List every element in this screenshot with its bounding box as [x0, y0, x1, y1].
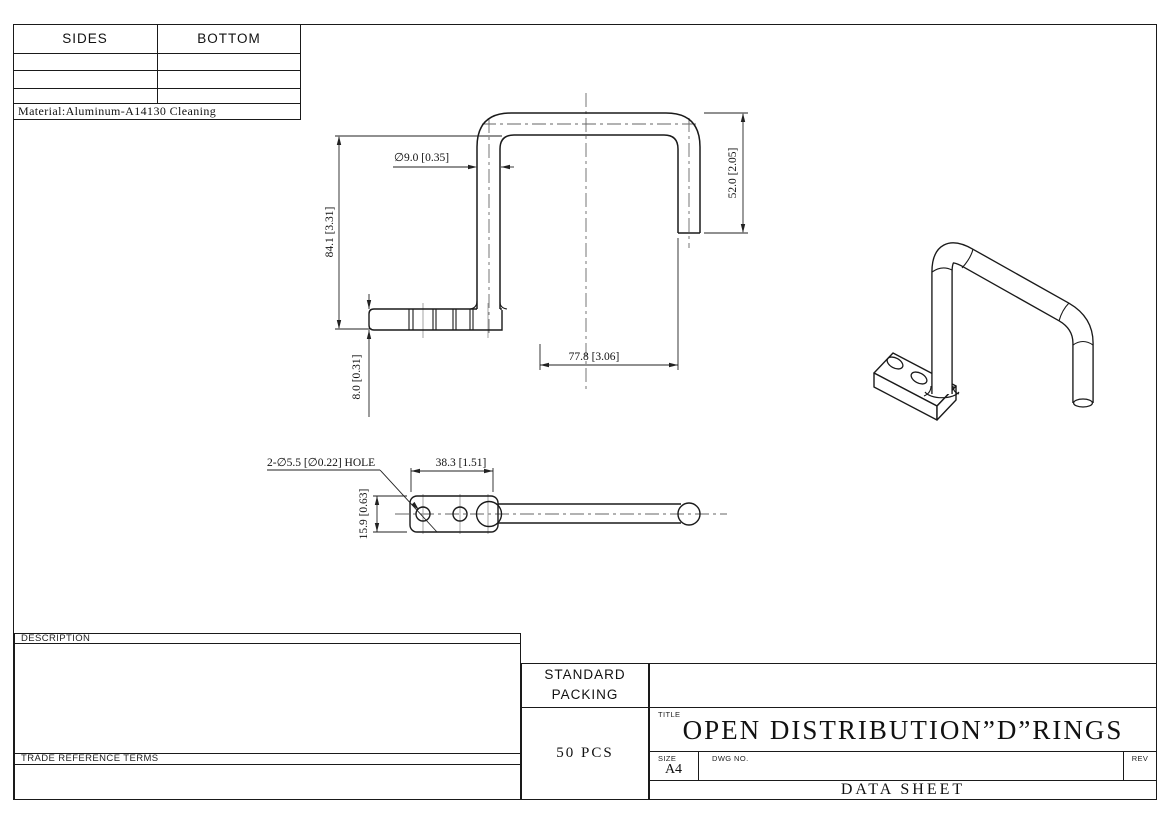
front-view: 84.1 [3.31] ∅9.0 [0.35] 52.0 [2.05] 77.8…	[324, 93, 748, 417]
bottom-label: BOTTOM	[197, 31, 261, 46]
front-view-dimensions	[335, 112, 748, 417]
rev-label: REV	[1131, 754, 1149, 763]
rev-cell: REV	[1123, 754, 1157, 763]
title-area	[649, 663, 1157, 800]
dim-hole-spacing-text: 38.3 [1.51]	[436, 457, 487, 469]
dim-diameter-text: ∅9.0 [0.35]	[394, 152, 449, 164]
iso-tube-end-cap	[1072, 398, 1094, 408]
bottom-hole-centerlines	[422, 494, 489, 534]
size-value: A4	[664, 762, 683, 777]
sheet-name-cell: DATA SHEET	[649, 780, 1157, 800]
bottom-view: 2-∅5.5 [∅0.22] HOLE 38.3 [1.51] 15.9 [0.…	[267, 457, 727, 539]
spec-table-header-bottom: BOTTOM	[157, 24, 301, 53]
tube-section-circle	[475, 500, 503, 528]
bottom-view-dimensions	[267, 468, 494, 533]
dim-plate-width-text: 15.9 [0.63]	[358, 489, 370, 540]
dim-width-text: 77.8 [3.06]	[569, 351, 620, 363]
trade-terms-label: TRADE REFERENCE TERMS	[21, 753, 159, 764]
mount-hole-1	[415, 506, 431, 522]
description-header: DESCRIPTION	[14, 632, 521, 644]
drawing-title: OPEN DISTRIBUTION”D”RINGS	[682, 715, 1124, 745]
description-label: DESCRIPTION	[21, 632, 91, 644]
size-label: SIZE	[658, 754, 677, 763]
standard-packing-box	[521, 663, 649, 800]
dim-base-thickness-text: 8.0 [0.31]	[351, 354, 363, 399]
size-value-cell: A4	[649, 760, 698, 780]
dim-height-text: 84.1 [3.31]	[324, 207, 336, 258]
front-view-centerlines	[482, 93, 696, 391]
mount-hole-2	[452, 506, 468, 522]
iso-bend-marks	[923, 248, 1094, 397]
material-note: Material:Aluminum-A14130 Cleaning	[13, 103, 301, 120]
hole-callout-text: 2-∅5.5 [∅0.22] HOLE	[267, 457, 375, 469]
title-label: TITLE	[658, 710, 681, 719]
packing-qty-cell: 50 PCS	[521, 707, 649, 800]
bottom-view-geometry	[409, 495, 701, 533]
sides-label: SIDES	[62, 31, 108, 46]
iso-hole-2	[910, 371, 928, 385]
dwg-no-label: DWG NO.	[712, 754, 749, 763]
dim-right-height-text: 52.0 [2.05]	[727, 148, 739, 199]
standard-packing-line2: PACKING	[551, 687, 619, 702]
front-base-plate	[368, 308, 503, 331]
dwg-no-cell: DWG NO.	[698, 754, 798, 763]
isometric-view	[873, 242, 1094, 421]
front-tube-outline	[469, 112, 701, 310]
description-box	[14, 633, 521, 800]
sheet-name: DATA SHEET	[840, 781, 966, 798]
iso-tube-core	[932, 243, 1093, 403]
bottom-view-dim-texts: 2-∅5.5 [∅0.22] HOLE 38.3 [1.51] 15.9 [0.…	[267, 457, 486, 539]
tube-end-circle	[677, 502, 701, 526]
title-label-cell: TITLE	[649, 710, 709, 719]
drawing-title-cell: OPEN DISTRIBUTION”D”RINGS	[649, 710, 1157, 751]
material-text: Material:Aluminum-A14130 Cleaning	[18, 104, 217, 118]
front-view-arrowheads	[336, 113, 746, 368]
front-view-dim-texts: 84.1 [3.31] ∅9.0 [0.35] 52.0 [2.05] 77.8…	[324, 148, 739, 400]
standard-packing-header: STANDARD PACKING	[521, 663, 649, 707]
standard-packing-line1: STANDARD	[544, 667, 626, 683]
spec-table-header-sides: SIDES	[13, 24, 157, 53]
iso-plate-holes	[886, 356, 928, 385]
iso-hole-1	[886, 356, 904, 370]
trade-terms-header: TRADE REFERENCE TERMS	[14, 753, 521, 764]
packing-qty: 50 PCS	[556, 745, 614, 761]
size-label-cell: SIZE	[649, 754, 698, 763]
bottom-view-arrowheads	[374, 468, 493, 532]
